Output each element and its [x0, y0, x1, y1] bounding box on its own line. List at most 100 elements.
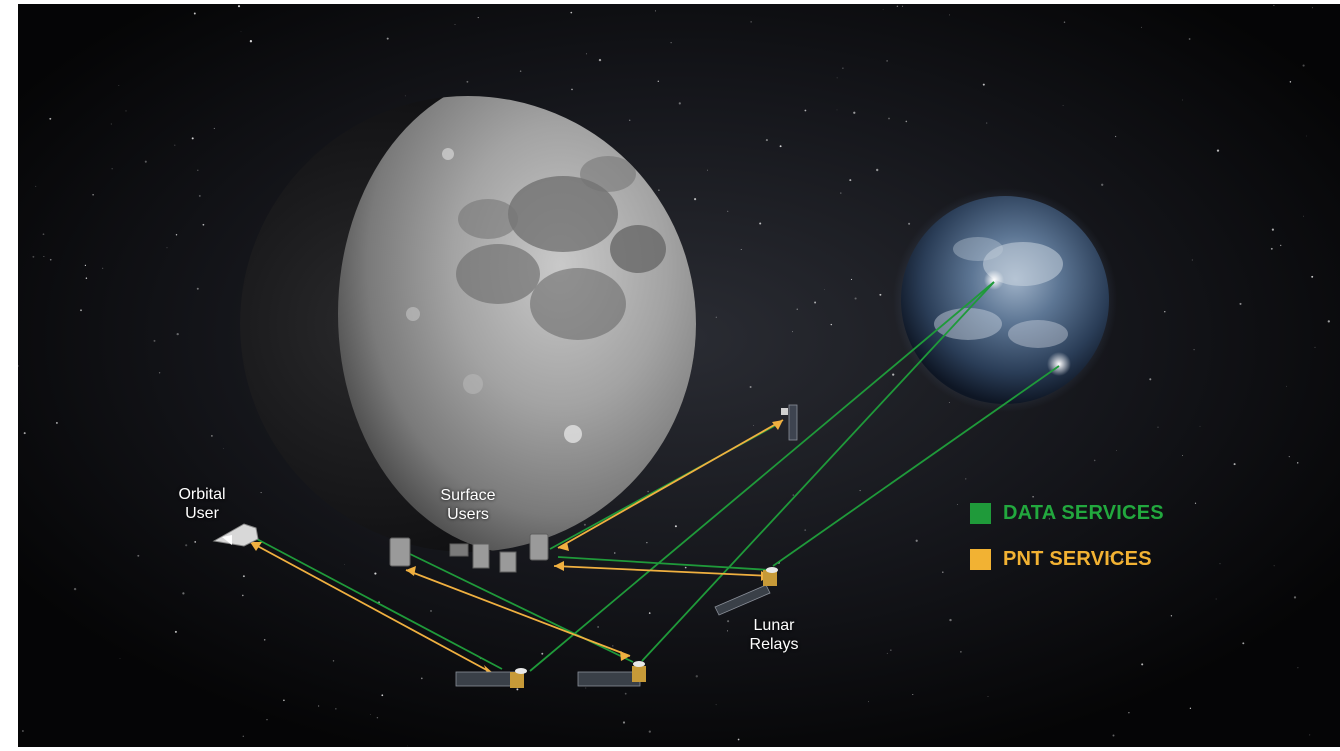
star	[1191, 259, 1193, 261]
star	[1270, 247, 1273, 250]
star	[960, 651, 962, 653]
star	[420, 677, 423, 680]
star	[1115, 450, 1117, 451]
star	[49, 258, 52, 261]
star	[905, 120, 908, 123]
star	[1182, 99, 1183, 101]
star	[35, 185, 37, 187]
moon	[240, 96, 696, 552]
star	[1193, 348, 1195, 351]
star	[886, 652, 888, 654]
star	[1242, 642, 1245, 645]
star	[1188, 38, 1191, 40]
star	[381, 694, 384, 697]
star	[726, 630, 729, 632]
star	[674, 525, 677, 528]
surface-users-label-line-2: Users	[447, 506, 489, 523]
star	[1309, 734, 1311, 736]
star	[85, 277, 88, 279]
star	[868, 701, 869, 703]
star	[1296, 462, 1299, 464]
star	[749, 386, 752, 388]
star	[1141, 663, 1144, 666]
pnt-links	[249, 419, 784, 675]
star	[519, 70, 522, 72]
legend-item-data-services: DATA SERVICES	[970, 498, 1164, 528]
star	[879, 293, 882, 296]
star	[376, 717, 379, 719]
star	[814, 301, 817, 304]
star	[1233, 463, 1236, 466]
star	[622, 721, 626, 724]
star	[237, 5, 241, 8]
pnt-link-surface-1	[405, 569, 631, 657]
star	[948, 402, 950, 403]
star	[570, 11, 573, 14]
star	[193, 12, 196, 15]
star	[1182, 455, 1184, 456]
star	[849, 179, 852, 182]
star	[1303, 215, 1304, 217]
star	[32, 255, 35, 258]
star	[1311, 275, 1314, 278]
star	[466, 80, 469, 83]
star	[175, 234, 178, 236]
star	[956, 504, 958, 506]
star	[119, 658, 121, 659]
surface-users-label-line-1: Surface	[440, 487, 496, 504]
star	[1157, 426, 1159, 428]
star	[23, 432, 26, 435]
star	[55, 421, 58, 424]
data-link-earth-relay-2	[641, 281, 995, 662]
star	[892, 373, 895, 376]
star	[1140, 26, 1142, 28]
star	[1093, 459, 1096, 462]
star	[840, 192, 842, 194]
pnt-link-orbital-user	[249, 541, 495, 675]
legend-label-pnt-services: PNT SERVICES	[1003, 547, 1152, 570]
star	[859, 490, 861, 492]
star	[84, 264, 87, 267]
star	[454, 24, 456, 25]
star	[779, 145, 782, 148]
star	[1286, 385, 1287, 387]
lunar-relays-label-line-1: Lunar	[753, 617, 795, 634]
star	[18, 365, 19, 367]
star	[174, 144, 176, 146]
star	[890, 649, 892, 651]
legend: DATA SERVICES PNT SERVICES	[970, 498, 1164, 590]
star	[598, 58, 602, 62]
star	[876, 168, 879, 172]
star	[182, 592, 185, 595]
star	[654, 10, 656, 12]
star	[915, 539, 918, 542]
star	[223, 448, 224, 449]
star	[110, 123, 112, 125]
star	[102, 267, 104, 269]
star	[842, 67, 844, 69]
star	[597, 626, 599, 628]
star	[628, 119, 631, 122]
star	[908, 222, 911, 225]
star	[386, 37, 389, 40]
star	[1109, 555, 1111, 557]
star	[715, 704, 717, 706]
star	[1219, 563, 1221, 565]
lunar-network-diagram: Orbital User Surface Users Lunar Relays …	[18, 4, 1340, 747]
star	[158, 372, 161, 374]
star	[694, 198, 697, 201]
star	[1032, 496, 1034, 498]
star	[541, 652, 544, 655]
star	[912, 694, 914, 695]
star	[266, 719, 268, 721]
star	[836, 77, 838, 79]
star	[241, 594, 244, 597]
star	[430, 610, 432, 612]
star	[1048, 518, 1050, 520]
star	[804, 109, 807, 112]
star	[765, 139, 768, 142]
star	[166, 247, 168, 249]
star	[1114, 135, 1117, 138]
star	[1288, 456, 1290, 458]
star	[1271, 228, 1274, 231]
